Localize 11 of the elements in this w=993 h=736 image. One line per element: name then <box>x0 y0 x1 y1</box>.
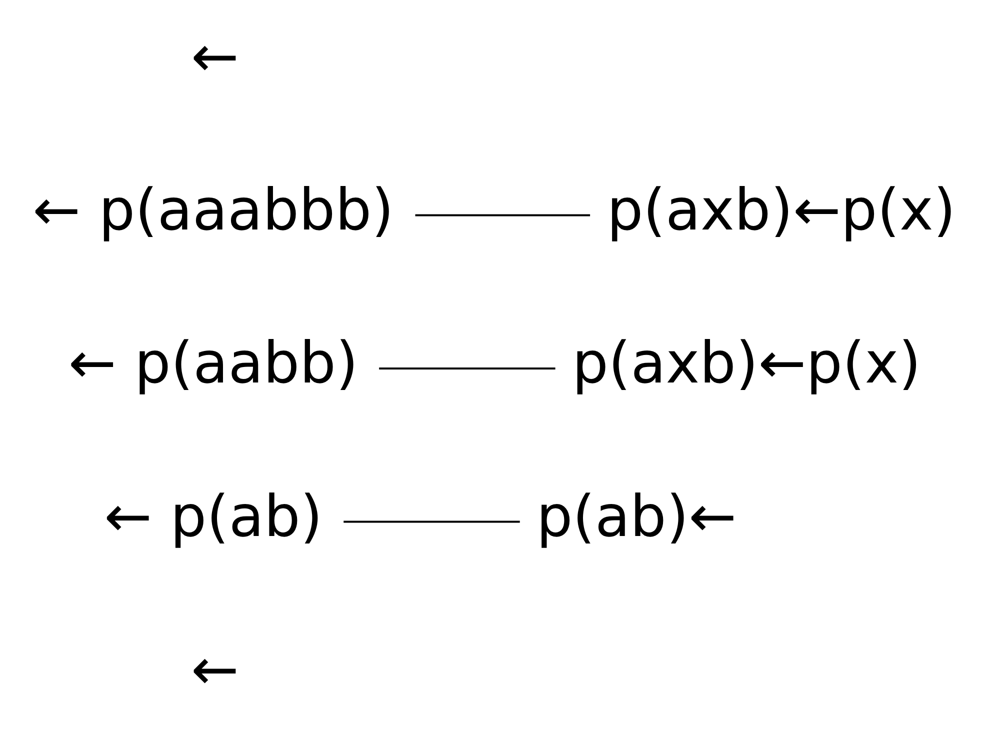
node-text: ← p(aabb) <box>68 330 358 396</box>
node-text: ← <box>191 636 239 703</box>
connector <box>415 214 590 216</box>
node-text: p(axb)←p(x) <box>572 330 921 396</box>
node-text: ← p(aaabbb) <box>32 176 394 243</box>
label: ← <box>191 24 239 90</box>
node-text: ← p(ab) <box>104 483 323 550</box>
node-text: p(axb)←p(x) <box>606 176 956 243</box>
node-text: p(ab)← <box>536 483 737 550</box>
connector <box>379 366 556 370</box>
connector <box>344 520 520 522</box>
